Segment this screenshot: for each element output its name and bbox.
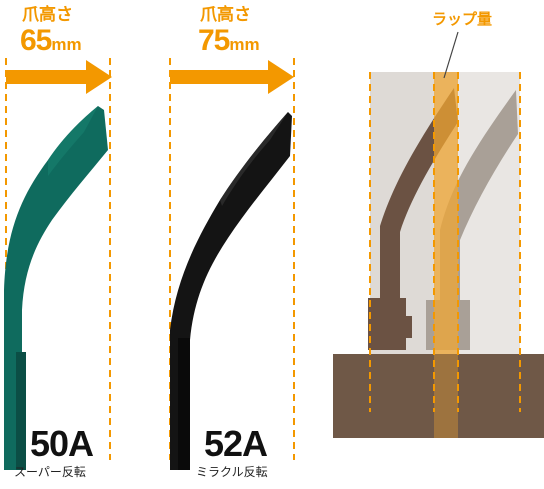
blade-50a-height-unit: mm <box>51 35 82 54</box>
blade-52a-model-name: ミラクル反転 <box>196 465 268 479</box>
blade-52a-height-label: 爪高さ <box>200 5 251 24</box>
blade-52a-height-unit: mm <box>229 35 260 54</box>
overlap-highlight <box>434 72 458 354</box>
overlap-base <box>333 354 544 438</box>
overlap-label: ラップ量 <box>432 11 493 28</box>
blade-52a-height-value: 75 <box>198 24 230 57</box>
overlap-highlight-base <box>434 354 458 438</box>
blade-50a-shape <box>4 106 108 470</box>
blade-50a-height-value: 65 <box>20 24 52 57</box>
blade-52a-height-value-text: 75mm <box>198 26 260 60</box>
overlap-label-leader <box>443 31 459 79</box>
blade-50a-height-value-text: 65mm <box>20 26 82 60</box>
blade-52a-model-code: 52A <box>204 423 268 464</box>
blade-50a-height-arrow <box>6 60 112 94</box>
blade-50a-height-label: 爪高さ <box>22 5 73 24</box>
blade-50a-model-code: 50A <box>30 423 94 464</box>
blade-52a-height-arrow <box>170 60 294 94</box>
blade-50a-model-name: スーパー反転 <box>14 465 86 479</box>
